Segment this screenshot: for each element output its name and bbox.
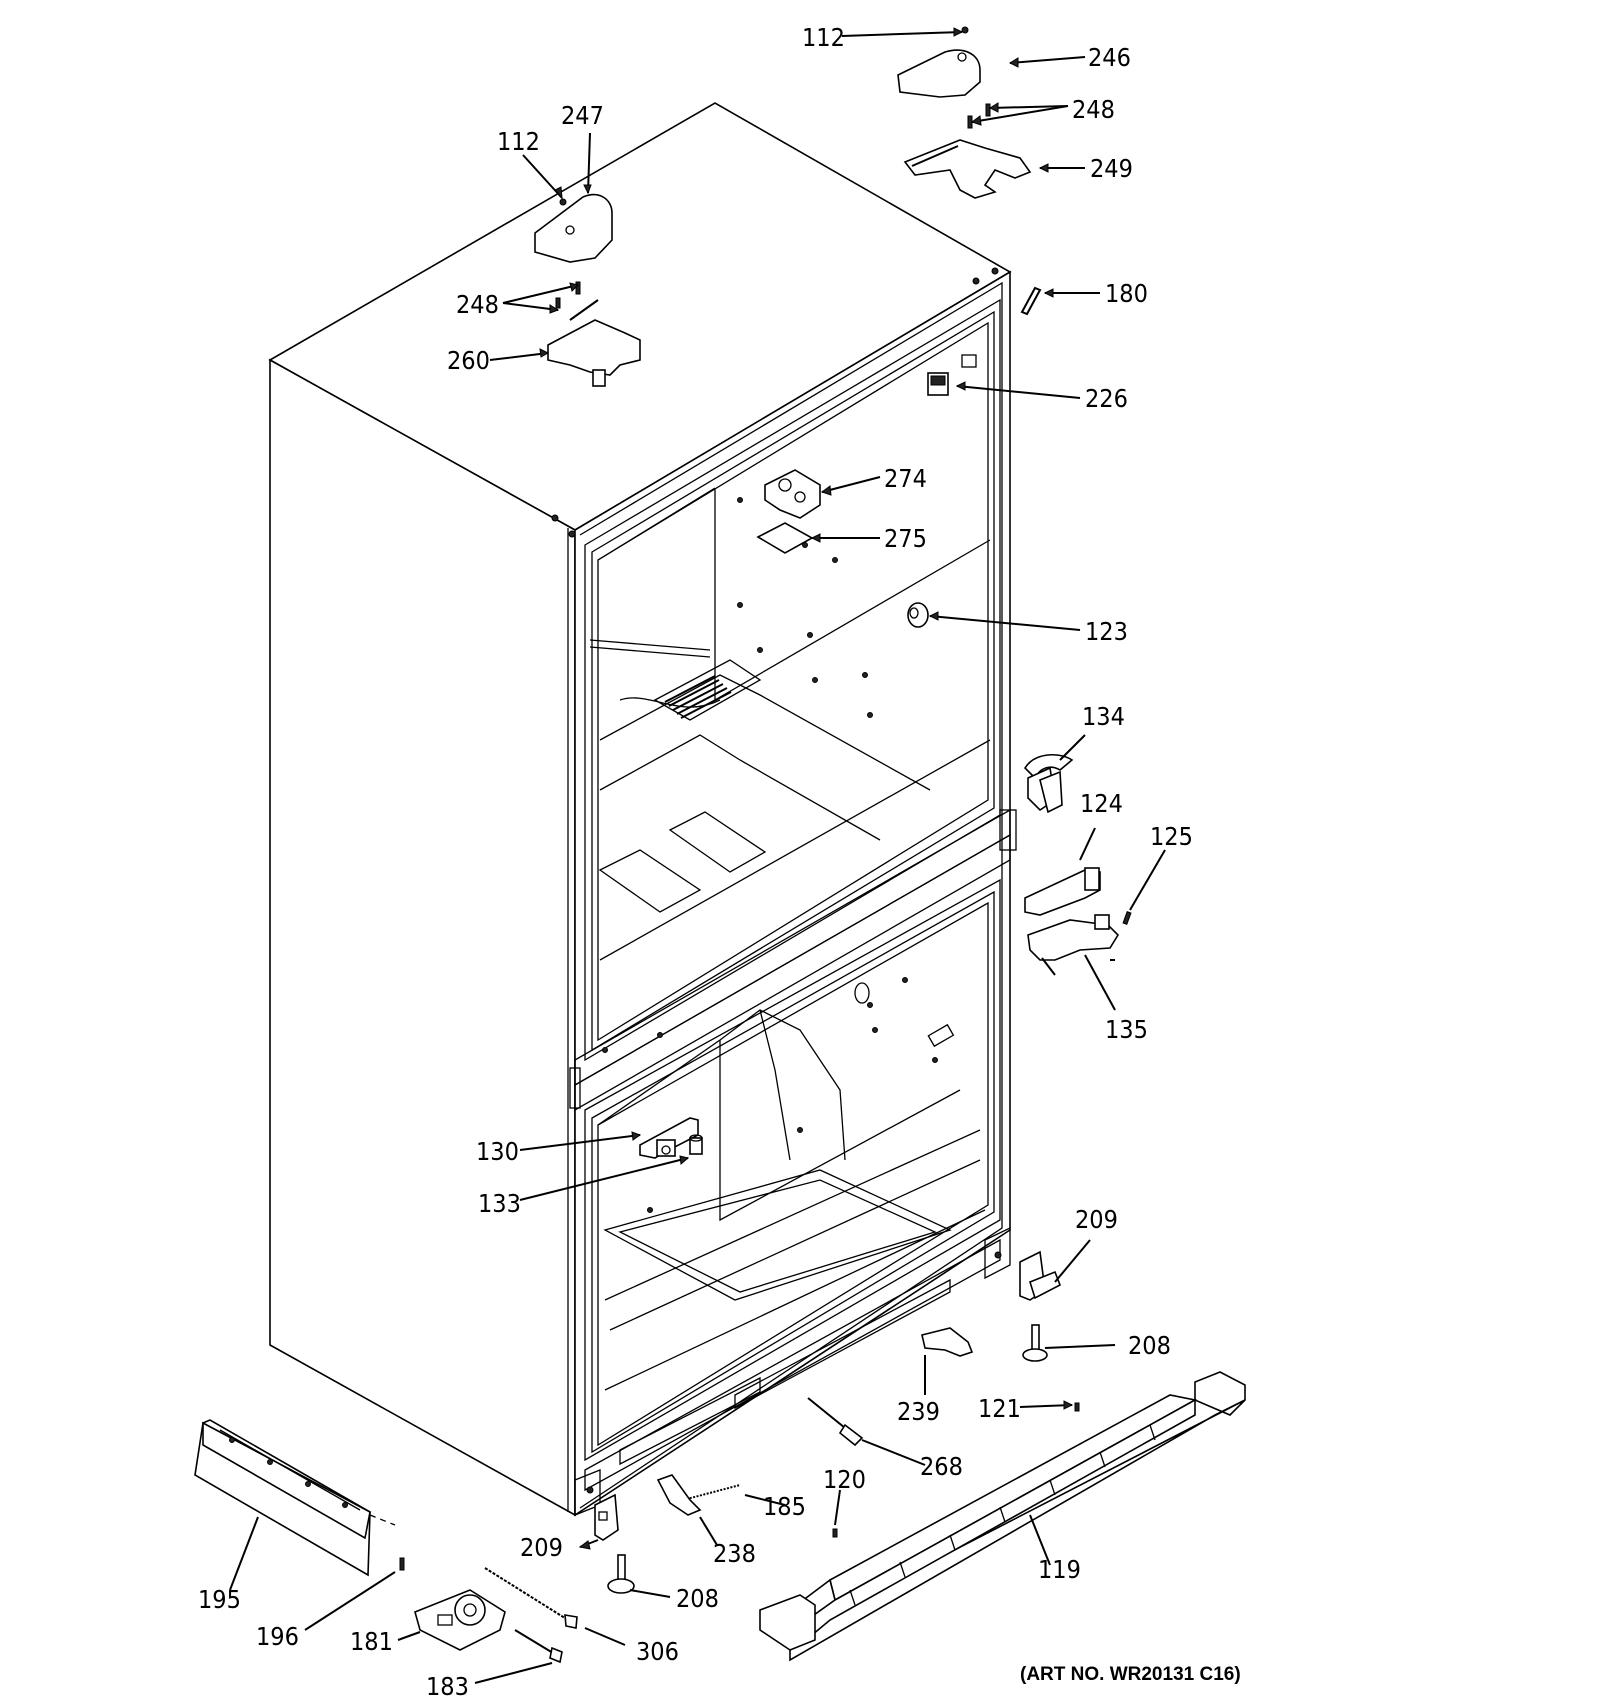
callout-238: 238 [713,1539,756,1568]
callout-123: 123 [1085,617,1128,646]
callout-120: 120 [823,1465,866,1494]
refrigerator-cabinet [268,102,1017,1517]
hinge-135 [1027,919,1120,961]
callout-121: 121 [978,1394,1021,1423]
fan-274 [764,469,821,519]
callout-226: 226 [1085,384,1128,413]
callout-209: 209 [520,1533,563,1562]
hinge-cover-246 [897,49,981,98]
callout-119: 119 [1038,1555,1081,1584]
pin-133 [689,1137,703,1155]
clip-239 [921,1327,974,1357]
callout-134: 134 [1082,702,1125,731]
callout-239: 239 [897,1397,940,1426]
callout-133: 133 [478,1189,521,1218]
leader-lines [229,31,1166,1684]
callout-180: 180 [1105,279,1148,308]
callout-260: 260 [447,346,490,375]
hinge-260 [547,319,641,376]
art-number: (ART NO. WR20131 C16) [1020,1664,1241,1685]
callout-268: 268 [920,1452,963,1481]
callout-195: 195 [198,1585,241,1614]
callout-135: 135 [1105,1015,1148,1044]
callout-275: 275 [884,524,927,553]
callout-274: 274 [884,464,927,493]
callout-246: 246 [1088,43,1131,72]
callout-306: 306 [636,1637,679,1666]
callout-112: 112 [802,23,845,52]
callout-249: 249 [1090,154,1133,183]
callout-124: 124 [1080,789,1123,818]
rod-268 [838,1423,864,1447]
callout-196: 196 [256,1622,299,1651]
callout-208: 208 [676,1584,719,1613]
callout-112: 112 [497,127,540,156]
callout-185: 185 [763,1492,806,1521]
bracket-130 [639,1117,699,1159]
roller-181 [414,1589,506,1651]
callout-208: 208 [1128,1331,1171,1360]
callout-248: 248 [1072,95,1115,124]
callout-183: 183 [426,1672,469,1701]
grille-119 [759,1371,1246,1662]
callout-248: 248 [456,290,499,319]
hinge-249 [903,139,1032,199]
clip-238 [656,1474,702,1516]
callout-130: 130 [476,1137,519,1166]
cabinet-side [269,358,576,1517]
leveling-leg-208-right [1031,1324,1040,1352]
callout-181: 181 [350,1627,393,1656]
callout-125: 125 [1150,822,1193,851]
callout-247: 247 [561,101,604,130]
callout-labels: 112 246 248 249 112 247 248 260 180 226 … [198,23,1193,1701]
toe-kick-195 [194,1419,396,1577]
callout-209: 209 [1075,1205,1118,1234]
